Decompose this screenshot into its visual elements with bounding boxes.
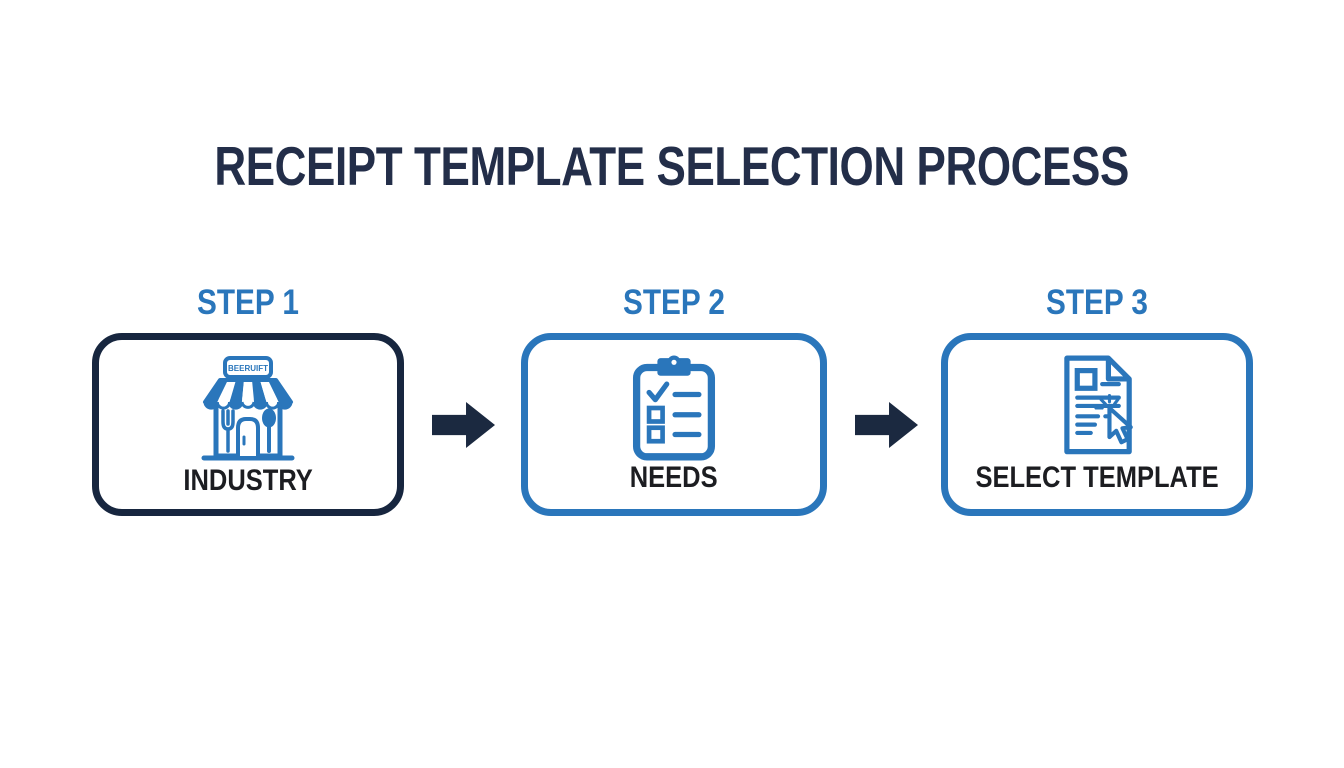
step-3-box-label: SELECT TEMPLATE [975, 461, 1219, 494]
page-title: RECEIPT TEMPLATE SELECTION PROCESS [0, 134, 1344, 198]
step-3-label: STEP 3 [1045, 283, 1148, 322]
page-title-text: RECEIPT TEMPLATE SELECTION PROCESS [214, 135, 1130, 197]
clipboard-checklist-icon [627, 354, 721, 462]
storefront-sign-text: BEERUIFT [228, 364, 268, 373]
arrow-right-icon [855, 402, 918, 448]
arrow-right-icon [432, 402, 495, 448]
step-1-box-label: INDUSTRY [183, 464, 313, 497]
step-1-box: BEERUIFT INDUSTRY [92, 333, 404, 516]
step-2-box-label: NEEDS [630, 461, 718, 494]
storefront-restaurant-icon: BEERUIFT [188, 354, 308, 466]
step-2-box: NEEDS [521, 333, 827, 516]
document-cursor-icon [1049, 354, 1145, 462]
step-2-label: STEP 2 [622, 283, 725, 322]
step-1-label: STEP 1 [196, 283, 299, 322]
step-3-box: SELECT TEMPLATE [941, 333, 1253, 516]
